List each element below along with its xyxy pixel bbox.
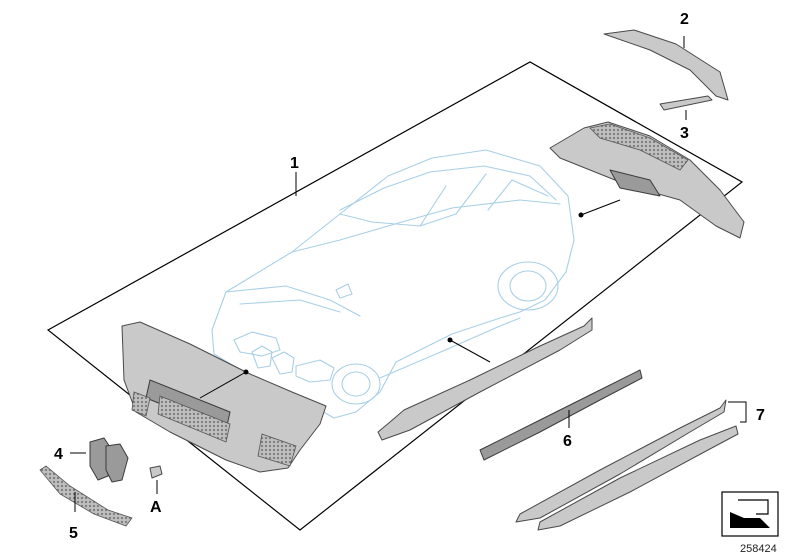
- callout-2: 2: [680, 11, 689, 28]
- side-trim-upper-part: [515, 399, 727, 523]
- document-number: 258424: [740, 543, 777, 555]
- callout-4: 4: [54, 446, 63, 463]
- rear-spoiler-part: [603, 29, 729, 101]
- callout-1: 1: [290, 155, 299, 172]
- folded-arrow-icon: [721, 491, 779, 537]
- clip-a-part: [149, 465, 163, 479]
- callout-7: 7: [756, 407, 765, 424]
- callout-5: 5: [69, 525, 78, 542]
- side-trim-lower-part: [537, 425, 739, 531]
- sill-support-part: [479, 369, 643, 461]
- front-bumper-part: [121, 321, 327, 473]
- rear-bumper-part: [549, 121, 745, 239]
- spoiler-strip-part: [659, 95, 713, 111]
- callout-a: A: [150, 499, 162, 516]
- side-skirt-part: [377, 317, 593, 441]
- callout-6: 6: [563, 433, 572, 450]
- leader-lines: [70, 36, 747, 512]
- lower-grille-part: [39, 465, 133, 527]
- kidney-grille-part: [89, 437, 129, 483]
- callout-3: 3: [680, 125, 689, 142]
- kit-outline-box: [46, 61, 744, 531]
- car-outline: [211, 149, 575, 419]
